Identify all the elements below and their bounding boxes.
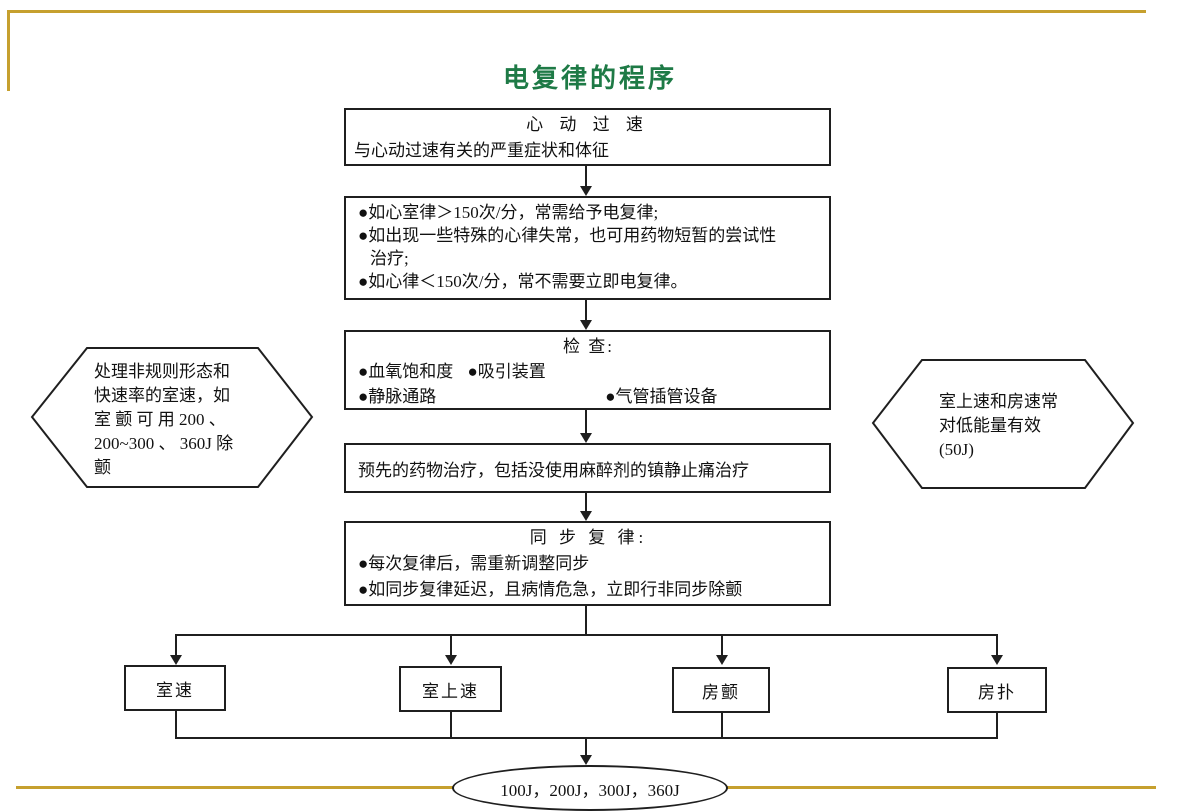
branch-box-afib: 房颤 (672, 667, 770, 713)
connector-line-3 (585, 410, 587, 434)
check-item-spo2: ●血氧饱和度 (358, 362, 454, 381)
branch-arrowhead-4 (991, 655, 1003, 665)
check-item-iv: ●静脉通路 (358, 387, 437, 406)
arrowhead-1 (580, 186, 592, 196)
hexagon-left-callout: 处理非规则形态和 快速率的室速，如 室 颤 可 用 200 、 200~300 … (30, 346, 314, 489)
hexagon-right-callout: 室上速和房速常 对低能量有效 (50J) (871, 358, 1135, 490)
hexagon-left-line-3: 室 颤 可 用 200 、 (94, 410, 226, 429)
flowbox-tachycardia: 心 动 过 速 与心动过速有关的严重症状和体征 (344, 108, 831, 166)
arrowhead-2 (580, 320, 592, 330)
merge-drop-2 (450, 712, 452, 739)
branch-rail-top (175, 634, 998, 636)
terminator-oval: 100J，200J，300J，360J (452, 765, 728, 811)
branch-drop-1 (175, 634, 177, 656)
terminator-arrowhead (580, 755, 592, 765)
sync-bullet-1: ●每次复律后，需重新调整同步 (358, 554, 590, 573)
branch-drop-2 (450, 634, 452, 656)
terminator-connector-line (585, 737, 587, 756)
hexagon-right-shape (871, 359, 1135, 489)
branch-arrowhead-1 (170, 655, 182, 665)
hexagon-left-line-1: 处理非规则形态和 (94, 362, 230, 381)
frame-top-line (7, 10, 1146, 13)
connector-line-4 (585, 493, 587, 512)
hexagon-right-line-1: 室上速和房速常 (939, 392, 1058, 411)
connector-line-2 (585, 300, 587, 321)
hexagon-left-text: 处理非规则形态和 快速率的室速，如 室 颤 可 用 200 、 200~300 … (94, 360, 233, 480)
criteria-bullet-3: ●如心律＜150次/分，常不需要立即电复律。 (358, 272, 688, 291)
criteria-bullet-1: ●如心室律＞150次/分，常需给予电复律; (358, 203, 659, 222)
sync-bullet-2: ●如同步复律延迟，且病情危急，立即行非同步除颤 (358, 580, 743, 599)
hexagon-left-shape (30, 347, 314, 488)
branch-stem-line (585, 606, 587, 636)
flowbox-sync-cardioversion: 同 步 复 律: ●每次复律后，需重新调整同步 ●如同步复律延迟，且病情危急，立… (344, 521, 831, 606)
branch-drop-4 (996, 634, 998, 656)
check-item-suction: ●吸引装置 (467, 362, 546, 381)
frame-left-line (7, 10, 10, 91)
flowbox-premedication: 预先的药物治疗，包括没使用麻醉剂的镇静止痛治疗 (344, 443, 831, 493)
check-row-1: ●血氧饱和度 ●吸引装置 (358, 359, 819, 384)
arrowhead-3 (580, 433, 592, 443)
check-row-2: ●静脉通路 ●气管插管设备 (358, 384, 819, 409)
sync-heading: 同 步 复 律: (529, 528, 648, 547)
hexagon-left-line-4: 200~300 、 360J 除 (94, 434, 234, 453)
page-title: 电复律的程序 (502, 64, 677, 93)
hexagon-right-line-2: 对低能量有效 (939, 416, 1041, 435)
check-heading: 检 查: (563, 337, 614, 356)
branch-arrowhead-3 (716, 655, 728, 665)
hexagon-left-line-5: 颤 (94, 458, 111, 477)
premedication-line: 预先的药物治疗，包括没使用麻醉剂的镇静止痛治疗 (358, 460, 749, 480)
branch-box-aflutter: 房扑 (947, 667, 1047, 713)
merge-drop-3 (721, 713, 723, 739)
merge-drop-1 (175, 711, 177, 739)
flowbox-check: 检 查: ●血氧饱和度 ●吸引装置 ●静脉通路 ●气管插管设备 (344, 330, 831, 410)
flowbox-criteria: ●如心室律＞150次/分，常需给予电复律; ●如出现一些特殊的心律失常，也可用药… (344, 196, 831, 300)
criteria-bullet-2: ●如出现一些特殊的心律失常，也可用药物短暂的尝试性 (358, 226, 777, 245)
connector-line-1 (585, 166, 587, 187)
flowbox-tachycardia-heading: 心 动 过 速 (526, 115, 649, 134)
branch-box-vt: 室速 (124, 665, 226, 711)
branch-arrowhead-2 (445, 655, 457, 665)
check-item-intubation: ●气管插管设备 (605, 387, 718, 406)
merge-drop-4 (996, 713, 998, 739)
arrowhead-4 (580, 511, 592, 521)
criteria-bullet-2-wrap: 治疗; (370, 249, 409, 268)
hexagon-left-line-2: 快速率的室速，如 (94, 386, 230, 405)
hexagon-right-text: 室上速和房速常 对低能量有效 (50J) (939, 390, 1058, 462)
branch-drop-3 (721, 634, 723, 656)
branch-box-svt: 室上速 (399, 666, 502, 712)
flowbox-tachycardia-line: 与心动过速有关的严重症状和体征 (354, 141, 609, 160)
hexagon-right-line-3: (50J) (939, 440, 974, 459)
